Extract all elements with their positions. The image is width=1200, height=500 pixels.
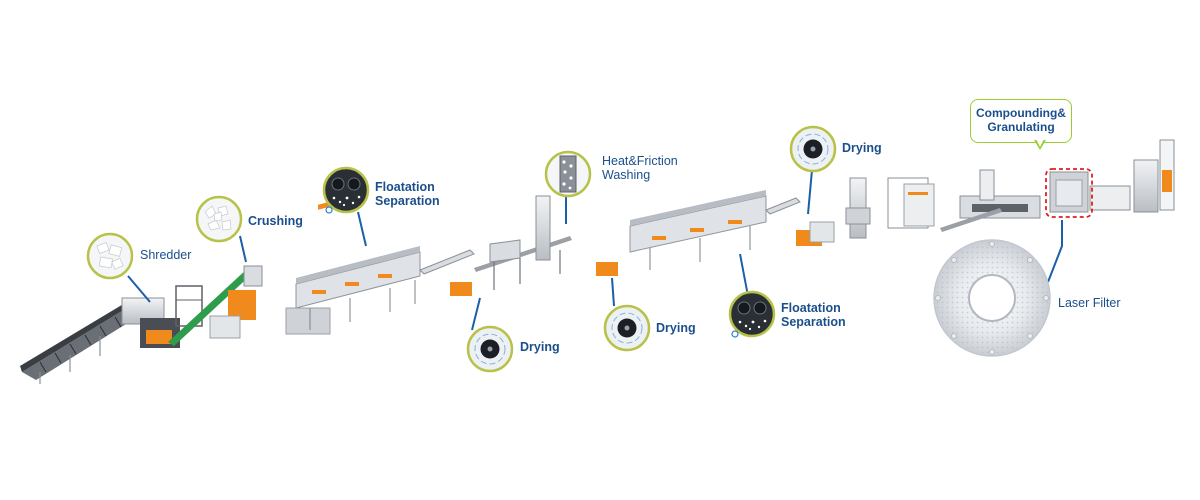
floatation-tank-2 [629,190,835,270]
callout-lines [127,169,1063,331]
production-line [20,139,1175,384]
drying-rotor-icon [789,125,837,173]
drying-label-2: Drying [656,321,696,335]
compounding-callout: Compounding& Granulating [970,99,1072,143]
floatation-icon [322,166,370,214]
floatation-tank-1 [285,200,421,335]
shredder-label: Shredder [140,248,192,262]
drying-rotor-icon [603,304,651,352]
floatation-icon [728,290,776,338]
laser-filter-disc-icon [933,239,1051,357]
floatation-separation-label-2: Floatation Separation [781,301,846,329]
heat-friction-washing-label: Heat&Friction Washing [602,154,678,182]
shredder-flakes-icon [86,232,134,280]
storage-silo [845,177,935,239]
drying-rotor-icon [466,325,514,373]
middle-conveyors [419,195,618,296]
crusher-machine [168,265,263,346]
floatation-separation-label-1: Floatation Separation [375,180,440,208]
drying-label-top: Drying [842,141,882,155]
crushing-label: Crushing [248,214,303,228]
laser-filter-highlight [1045,168,1093,218]
laser-filter-label: Laser Filter [1058,296,1121,310]
belt-conveyor [20,300,142,384]
drying-label-1: Drying [520,340,560,354]
compounding-granulating-label: Compounding& Granulating [976,106,1066,134]
heat-friction-washing-icon [544,150,592,198]
extruder-line [940,139,1175,232]
callout-tail-fill [1035,139,1044,147]
crushing-flakes-icon [195,195,243,243]
